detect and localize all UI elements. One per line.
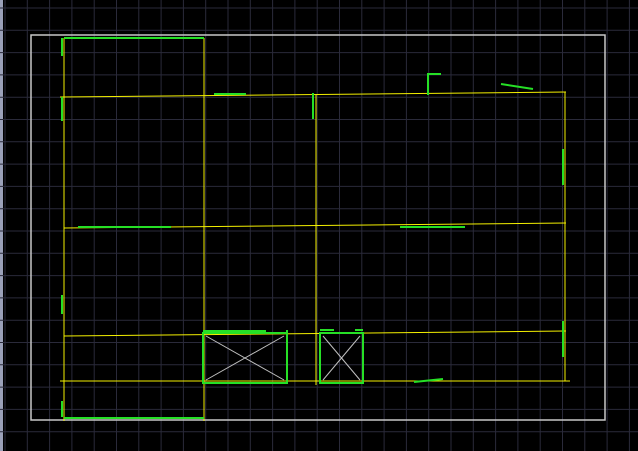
window-bottom-right[interactable] — [413, 378, 444, 383]
viewport-left-edge — [0, 0, 3, 451]
stair-box-right-outline — [319, 332, 364, 384]
stair-box-left[interactable] — [202, 330, 288, 384]
window-top-right[interactable] — [500, 83, 534, 90]
stair-box-right-cross-b — [322, 335, 361, 381]
elements-layer — [61, 37, 564, 419]
stair-box-left-cross-b — [205, 335, 285, 381]
walls-layer — [59, 38, 570, 421]
stair-box-right[interactable] — [319, 329, 364, 384]
wall-lower — [63, 330, 567, 337]
door-swing-top-right[interactable] — [427, 73, 441, 95]
outer-frame — [30, 34, 606, 421]
